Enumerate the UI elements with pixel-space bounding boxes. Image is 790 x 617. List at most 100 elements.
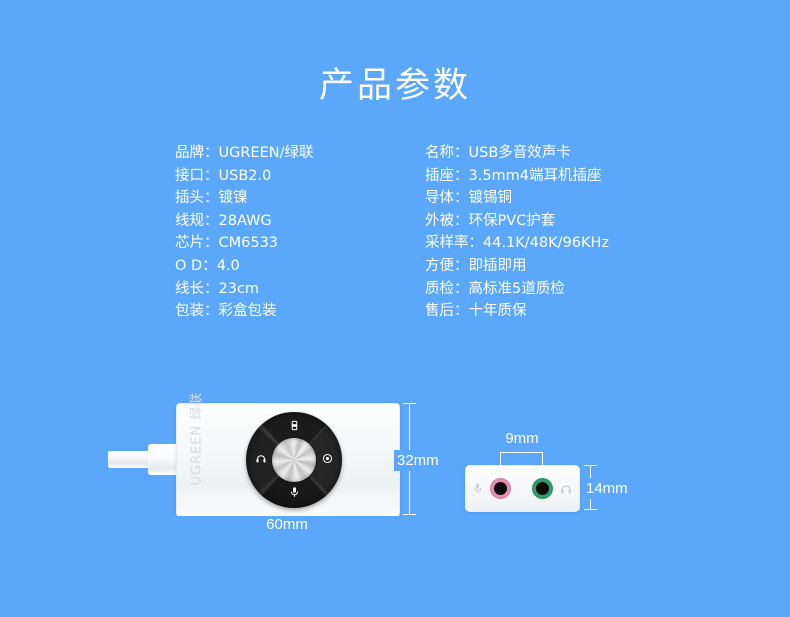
spec-separator: ： bbox=[204, 303, 219, 320]
dimension-tick-right bbox=[397, 519, 398, 532]
page-title: 产品参数 bbox=[318, 66, 471, 106]
media-icon bbox=[287, 420, 301, 434]
microphone-icon bbox=[287, 486, 301, 500]
power-icon bbox=[320, 453, 334, 467]
spec-row: 采样率：44.1K/48K/96KHz bbox=[425, 232, 609, 255]
spec-row: 线长：23cm bbox=[175, 278, 313, 301]
headphone-icon bbox=[560, 482, 572, 496]
headphone-icon bbox=[254, 453, 268, 467]
ugreen-brand-logo: UGREEN 绿联 bbox=[189, 391, 205, 486]
dimension-line-jack-height bbox=[590, 465, 591, 510]
spec-value: USB2.0 bbox=[218, 167, 272, 184]
spec-value: UGREEN/绿联 bbox=[218, 145, 314, 161]
spec-label: 售后 bbox=[425, 303, 454, 320]
spec-row: 插座：3.5mm4端耳机插座 bbox=[425, 165, 609, 188]
spec-separator: ： bbox=[454, 145, 469, 161]
dimension-tick-right bbox=[542, 452, 543, 468]
spec-label: 采样率 bbox=[425, 235, 469, 252]
jack-hole bbox=[536, 482, 549, 495]
dimension-label-height: 32mm bbox=[394, 450, 442, 471]
spec-label: 线长 bbox=[175, 280, 204, 297]
dimension-tick-top bbox=[403, 403, 416, 404]
microphone-jack bbox=[490, 478, 511, 499]
spec-value: 28AWG bbox=[218, 212, 272, 229]
spec-separator: ： bbox=[204, 167, 219, 184]
spec-row: 线规：28AWG bbox=[175, 210, 313, 233]
spec-value: 彩盒包装 bbox=[218, 303, 277, 320]
dimension-label-width: 60mm bbox=[257, 516, 317, 533]
spec-row: 包装：彩盒包装 bbox=[175, 300, 313, 323]
spec-separator: ： bbox=[204, 235, 219, 252]
spec-list: 品牌：UGREEN/绿联 接口：USB2.0 插头：镀镍 线规：28AWG 芯片… bbox=[0, 142, 790, 342]
spec-label: 线规 bbox=[175, 212, 204, 229]
microphone-icon bbox=[472, 482, 484, 496]
spec-value: 十年质保 bbox=[468, 303, 527, 320]
spec-label: 品牌 bbox=[175, 145, 204, 161]
spec-row: 售后：十年质保 bbox=[425, 300, 609, 323]
spec-label: 插头 bbox=[175, 190, 204, 207]
sound-card-body: UGREEN 绿联 bbox=[176, 391, 400, 517]
headphone-jack bbox=[532, 478, 553, 499]
spec-label: 包装 bbox=[175, 303, 204, 320]
spec-value: 23cm bbox=[218, 280, 260, 297]
spec-column-left: 品牌：UGREEN/绿联 接口：USB2.0 插头：镀镍 线规：28AWG 芯片… bbox=[175, 142, 313, 323]
dimension-tick-top bbox=[584, 465, 597, 466]
jack-hole bbox=[494, 482, 507, 495]
dimension-tick-bottom bbox=[403, 514, 416, 515]
spec-value: 高标准5道质检 bbox=[468, 280, 565, 297]
usb-plug bbox=[108, 444, 184, 475]
spec-value: CM6533 bbox=[218, 235, 279, 252]
spec-separator: ： bbox=[454, 257, 469, 274]
spec-separator: ： bbox=[454, 280, 469, 297]
dimension-tick-left bbox=[176, 519, 177, 532]
spec-row: 插头：镀镍 bbox=[175, 187, 313, 210]
audio-jack-module bbox=[465, 465, 580, 512]
spec-label: 芯片 bbox=[175, 235, 204, 252]
dimension-line-height bbox=[409, 403, 410, 515]
spec-separator: ： bbox=[454, 303, 469, 320]
spec-value: 4.0 bbox=[216, 257, 240, 274]
spec-separator: ： bbox=[454, 167, 469, 184]
spec-separator: ： bbox=[202, 257, 217, 274]
spec-label: 插座 bbox=[425, 167, 454, 184]
spec-label: 质检 bbox=[425, 280, 454, 297]
spec-value: 镀镍 bbox=[218, 190, 248, 207]
dimension-label-jack-height: 14mm bbox=[583, 478, 631, 499]
spec-value: 44.1K/48K/96KHz bbox=[483, 235, 609, 252]
spec-label: 方便 bbox=[425, 257, 454, 274]
spec-row: 导体：镀锡铜 bbox=[425, 187, 609, 210]
spec-separator: ： bbox=[468, 235, 484, 252]
control-pad bbox=[246, 412, 342, 508]
spec-value: 环保PVC护套 bbox=[468, 212, 556, 229]
spec-row: 芯片：CM6533 bbox=[175, 232, 313, 255]
spec-separator: ： bbox=[454, 190, 469, 207]
spec-row: 名称：USB多音效声卡 bbox=[425, 142, 609, 165]
spec-separator: ： bbox=[204, 145, 219, 161]
spec-column-right: 名称：USB多音效声卡 插座：3.5mm4端耳机插座 导体：镀锡铜 外被：环保P… bbox=[425, 142, 609, 323]
spec-separator: ： bbox=[454, 212, 469, 229]
spec-separator: ： bbox=[204, 280, 219, 297]
spec-row: 质检：高标准5道质检 bbox=[425, 278, 609, 301]
dimension-tick-left bbox=[500, 452, 501, 468]
spec-value: 3.5mm4端耳机插座 bbox=[468, 167, 602, 184]
dimension-line-width bbox=[176, 525, 398, 526]
spec-row: 接口：USB2.0 bbox=[175, 165, 313, 188]
spec-value: 镀锡铜 bbox=[468, 190, 513, 207]
spec-row: O D：4.0 bbox=[175, 255, 313, 278]
spec-separator: ： bbox=[204, 190, 219, 207]
dimension-label-spacing: 9mm bbox=[505, 430, 539, 447]
volume-knob bbox=[272, 438, 316, 482]
spec-separator: ： bbox=[204, 212, 219, 229]
spec-label: 导体 bbox=[425, 190, 454, 207]
spec-row: 外被：环保PVC护套 bbox=[425, 210, 609, 233]
spec-label: 名称 bbox=[425, 145, 454, 161]
dimension-tick-bottom bbox=[584, 509, 597, 510]
dimension-label-width-wrap: 60mm bbox=[176, 516, 398, 533]
spec-row: 品牌：UGREEN/绿联 bbox=[175, 142, 313, 165]
usb-plug-tip bbox=[108, 451, 152, 468]
spec-label: 接口 bbox=[175, 167, 204, 184]
spec-value: USB多音效声卡 bbox=[468, 145, 571, 161]
usb-plug-collar bbox=[148, 444, 184, 475]
dimension-line-spacing bbox=[500, 452, 543, 453]
